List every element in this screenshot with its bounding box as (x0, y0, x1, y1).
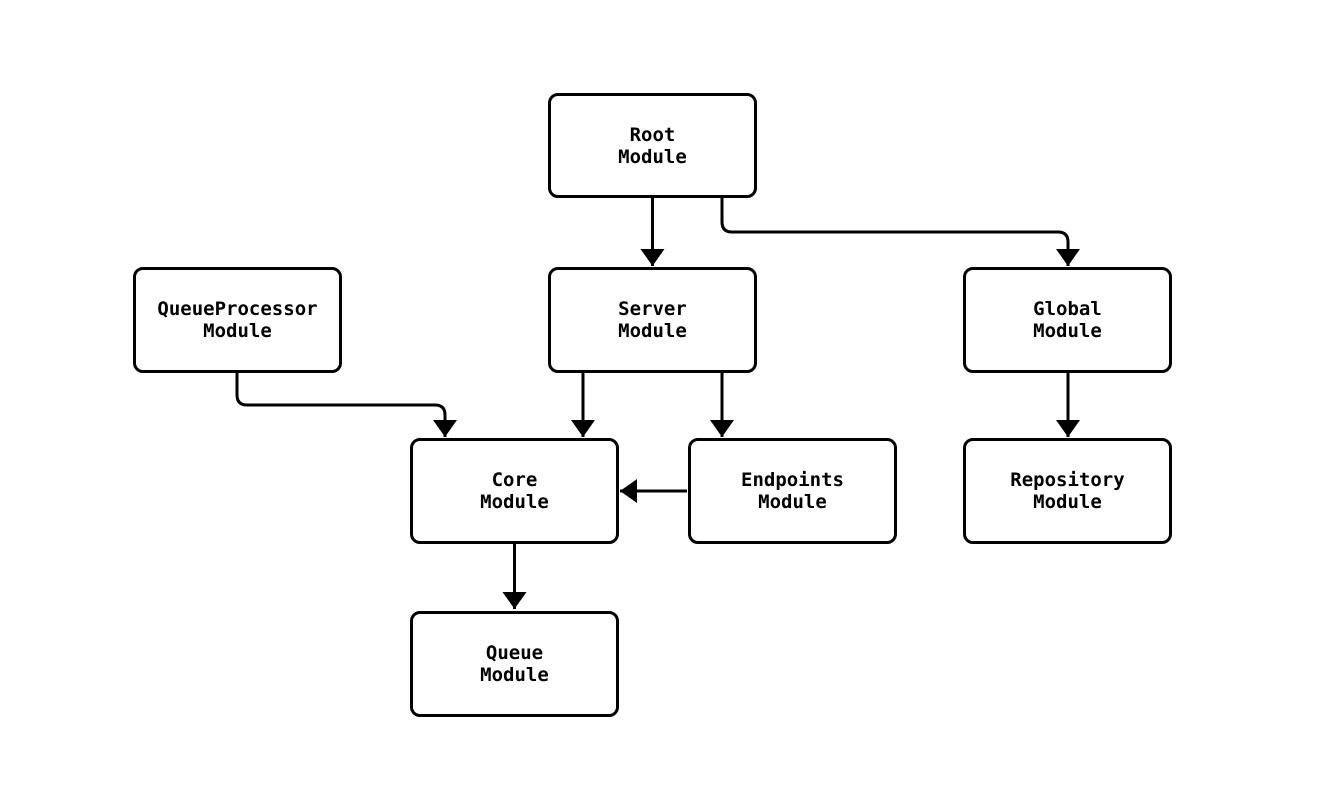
node-queueprocessor-module: QueueProcessor Module (133, 267, 342, 373)
node-label: Global Module (1033, 298, 1102, 342)
node-root-module: Root Module (548, 93, 757, 198)
node-endpoints-module: Endpoints Module (688, 438, 897, 544)
node-global-module: Global Module (963, 267, 1172, 373)
node-label: Server Module (618, 298, 687, 342)
node-label: Root Module (618, 123, 687, 168)
node-queue-module: Queue Module (410, 611, 619, 717)
node-repository-module: Repository Module (963, 438, 1172, 544)
node-label: Queue Module (480, 642, 549, 686)
edge-queueprocessor-core (235, 372, 457, 437)
node-label: Endpoints Module (741, 469, 844, 513)
node-label: Repository Module (1010, 469, 1125, 513)
edge-root-global (720, 197, 1080, 266)
node-core-module: Core Module (410, 438, 619, 544)
node-label: QueueProcessor Module (157, 298, 318, 342)
node-server-module: Server Module (548, 267, 757, 373)
node-label: Core Module (480, 469, 549, 513)
